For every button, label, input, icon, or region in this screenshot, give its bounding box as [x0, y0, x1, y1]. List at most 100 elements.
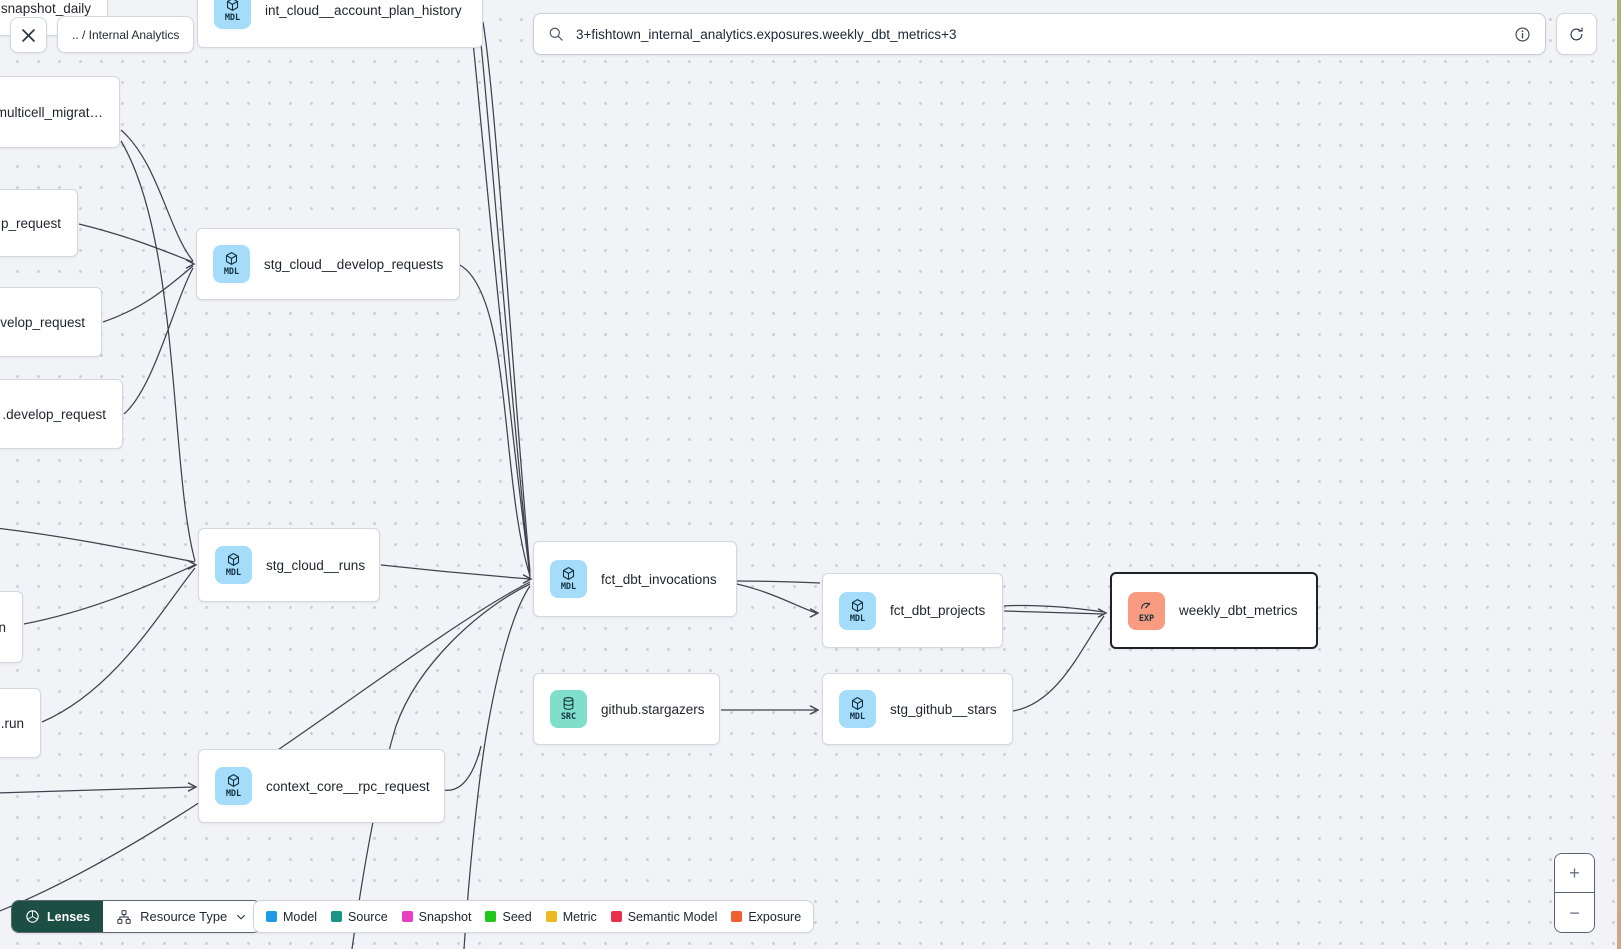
edge-offscreen-top-b-to-fct_dbt_invocations	[476, 0, 531, 579]
legend-label: Exposure	[748, 909, 802, 924]
node-label: github.stargazers	[601, 701, 705, 717]
resource-type-label: Resource Type	[140, 909, 228, 924]
legend-label: Source	[348, 909, 388, 924]
graph-node-p_request[interactable]: MDLp_request	[0, 189, 78, 257]
lenses-label: Lenses	[47, 909, 91, 924]
edge-int_cloud__account_plan_history-to-fct_dbt_invocations	[482, 21, 531, 573]
edge-arrowhead	[187, 782, 198, 792]
legend-label: Semantic Model	[627, 909, 718, 924]
node-label: weekly_dbt_metrics	[1179, 603, 1298, 618]
edge-fct_dbt_projects-to-weekly_dbt_metrics	[1003, 604, 1105, 613]
gauge-icon: EXP	[1128, 591, 1165, 630]
edge-offscreen-left-b-to-context_core__rpc_request	[0, 786, 195, 794]
node-label: fct_dbt_projects	[890, 603, 986, 618]
legend-label: Seed	[502, 909, 532, 924]
node-label: velop_request	[0, 314, 85, 330]
zoom-controls: + −	[1554, 853, 1595, 933]
edge-offscreen-bottom-left-to-fct_dbt_invocations	[0, 581, 531, 912]
legend-swatch	[401, 911, 413, 922]
edge-arrowhead	[187, 560, 198, 570]
cube-icon: MDL	[839, 591, 876, 630]
badge-label: MDL	[849, 613, 866, 624]
legend-item-source: Source	[331, 910, 388, 924]
badge-label: MDL	[225, 789, 242, 799]
refresh-icon	[1570, 26, 1583, 40]
edge-offscreen-bottom-a-to-fct_dbt_invocations	[351, 583, 531, 949]
node-label: .run	[0, 715, 24, 731]
edge-n_cut-to-stg_cloud__runs	[23, 564, 196, 625]
edge-fct_dbt_projects-to-weekly_dbt_metrics	[1003, 610, 1105, 615]
node-label: multicell_migrat…	[0, 104, 103, 120]
zoom-in-button[interactable]: +	[1555, 854, 1594, 893]
node-label: context_core__rpc_request	[266, 778, 430, 794]
node-label: .develop_request	[2, 406, 106, 422]
edge-develop_request-to-stg_cloud__develop_requests	[123, 267, 194, 415]
graph-node-weekly_dbt_metrics[interactable]: EXP weekly_dbt_metrics	[1110, 572, 1318, 649]
edge-arrowhead	[185, 259, 196, 269]
zoom-out-button[interactable]: −	[1555, 893, 1594, 932]
cube-icon: MDL	[215, 767, 252, 805]
cube-icon: MDL	[214, 0, 251, 29]
graph-node-velop_request[interactable]: MDLvelop_request	[0, 287, 102, 357]
close-button[interactable]	[10, 17, 47, 53]
graph-node-github_stargazers[interactable]: SRC github.stargazers	[533, 673, 720, 745]
node-label: stg_cloud__runs	[266, 557, 366, 573]
legend-item-model: Model	[266, 910, 317, 924]
lens-aperture-icon	[26, 910, 39, 923]
graph-node-n_cut[interactable]: MDLn	[0, 591, 23, 663]
graph-node-develop_request[interactable]: MDL.develop_request	[0, 379, 123, 449]
search-input[interactable]: 3+fishtown_internal_analytics.exposures.…	[576, 26, 957, 42]
edge-multicell_migrat-to-stg_cloud__runs	[120, 140, 196, 562]
lenses-button[interactable]: Lenses	[12, 901, 104, 932]
badge-label: MDL	[225, 568, 242, 578]
graph-node-stg_cloud__runs[interactable]: MDL stg_cloud__runs	[198, 528, 380, 602]
badge-label: SRC	[560, 712, 577, 722]
node-label: stg_github__stars	[890, 701, 997, 717]
cube-icon: MDL	[839, 690, 876, 728]
badge-label: MDL	[224, 13, 241, 23]
edge-offscreen-bottom-b-to-fct_dbt_invocations	[463, 585, 531, 949]
legend-swatch	[485, 911, 497, 922]
refresh-button[interactable]	[1556, 13, 1597, 55]
edge-arrowhead	[522, 574, 533, 584]
close-icon	[22, 28, 35, 42]
graph-node-context_core__rpc_request[interactable]: MDL context_core__rpc_request	[198, 749, 445, 823]
resource-type-legend: Model Source Snapshot Seed Metric Semantic Mo…	[253, 900, 815, 933]
resource-type-dropdown[interactable]: Resource Type	[103, 901, 261, 932]
node-label: n	[0, 619, 6, 635]
legend-swatch	[731, 911, 743, 922]
graph-node-multicell_migrat[interactable]: MDLmulticell_migrat…	[0, 76, 120, 148]
legend-label: Snapshot	[418, 909, 472, 924]
graph-node-run_cut[interactable]: MDL.run	[0, 688, 41, 758]
search-icon	[549, 27, 563, 41]
breadcrumb-label: .. / Internal Analytics	[72, 27, 180, 42]
edge-stg_cloud__develop_requests-to-fct_dbt_invocations	[459, 264, 531, 577]
edge-multicell_migrat-to-stg_cloud__develop_requests	[120, 129, 194, 262]
search-bar[interactable]: 3+fishtown_internal_analytics.exposures.…	[533, 13, 1546, 55]
legend-label: Model	[283, 909, 318, 924]
edge-fct_dbt_invocations-to-fct_dbt_projects	[736, 580, 821, 584]
cube-icon: MDL	[215, 546, 252, 584]
graph-node-fct_dbt_projects[interactable]: MDL fct_dbt_projects	[822, 573, 1003, 648]
cube-icon: MDL	[213, 245, 250, 283]
edge-stg_github__stars-to-weekly_dbt_metrics	[1012, 615, 1105, 712]
breadcrumb[interactable]: .. / Internal Analytics	[57, 16, 195, 53]
chevron-down-icon	[237, 914, 246, 919]
cube-icon: MDL	[550, 560, 587, 598]
legend-swatch	[545, 911, 557, 922]
legend-swatch	[331, 911, 343, 922]
legend-item-metric: Metric	[545, 909, 597, 924]
legend-item-snapshot: Snapshot	[401, 909, 472, 924]
edge-velop_request-to-stg_cloud__develop_requests	[102, 265, 194, 323]
info-icon[interactable]	[1514, 26, 1531, 43]
legend-item-seed: Seed	[485, 909, 532, 924]
edge-fct_dbt_invocations-to-fct_dbt_projects	[736, 583, 817, 614]
legend-label: Metric	[562, 909, 597, 924]
edge-arrowhead	[809, 705, 820, 715]
graph-node-stg_github__stars[interactable]: MDL stg_github__stars	[822, 673, 1013, 745]
